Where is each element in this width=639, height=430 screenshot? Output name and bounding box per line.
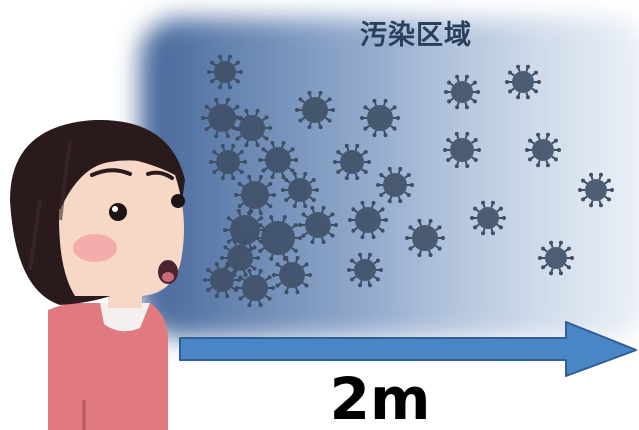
arrow-right-icon	[179, 321, 637, 377]
virus-icon	[295, 90, 335, 130]
virus-icon	[207, 54, 243, 90]
virus-icon	[298, 205, 338, 245]
virus-icon	[223, 208, 267, 252]
virus-icon	[470, 200, 506, 236]
virus-icon	[333, 143, 371, 181]
virus-icon	[281, 171, 319, 209]
virus-icon	[525, 132, 561, 168]
virus-icon	[405, 218, 445, 258]
virus-icon	[360, 98, 400, 138]
virus-icon	[538, 240, 574, 276]
contaminated-zone-title: 汚染区域	[360, 20, 472, 51]
virus-icon	[347, 252, 383, 288]
virus-icon	[272, 255, 312, 295]
virus-icon	[443, 131, 481, 169]
virus-icon	[203, 261, 241, 299]
virus-icon	[201, 97, 243, 139]
virus-icon	[235, 268, 275, 308]
virus-group	[201, 54, 614, 308]
virus-icon	[209, 143, 247, 181]
virus-icon	[578, 172, 614, 208]
virus-icon	[444, 74, 480, 110]
virus-icon	[348, 200, 388, 240]
virus-icon	[234, 174, 276, 216]
woman-illustration	[10, 119, 185, 430]
virus-icon	[258, 140, 298, 180]
distance-label: 2m	[329, 365, 431, 430]
virus-icon	[376, 166, 414, 204]
virus-icon	[254, 215, 302, 261]
virus-icon	[505, 64, 541, 100]
virus-icon	[232, 108, 272, 148]
